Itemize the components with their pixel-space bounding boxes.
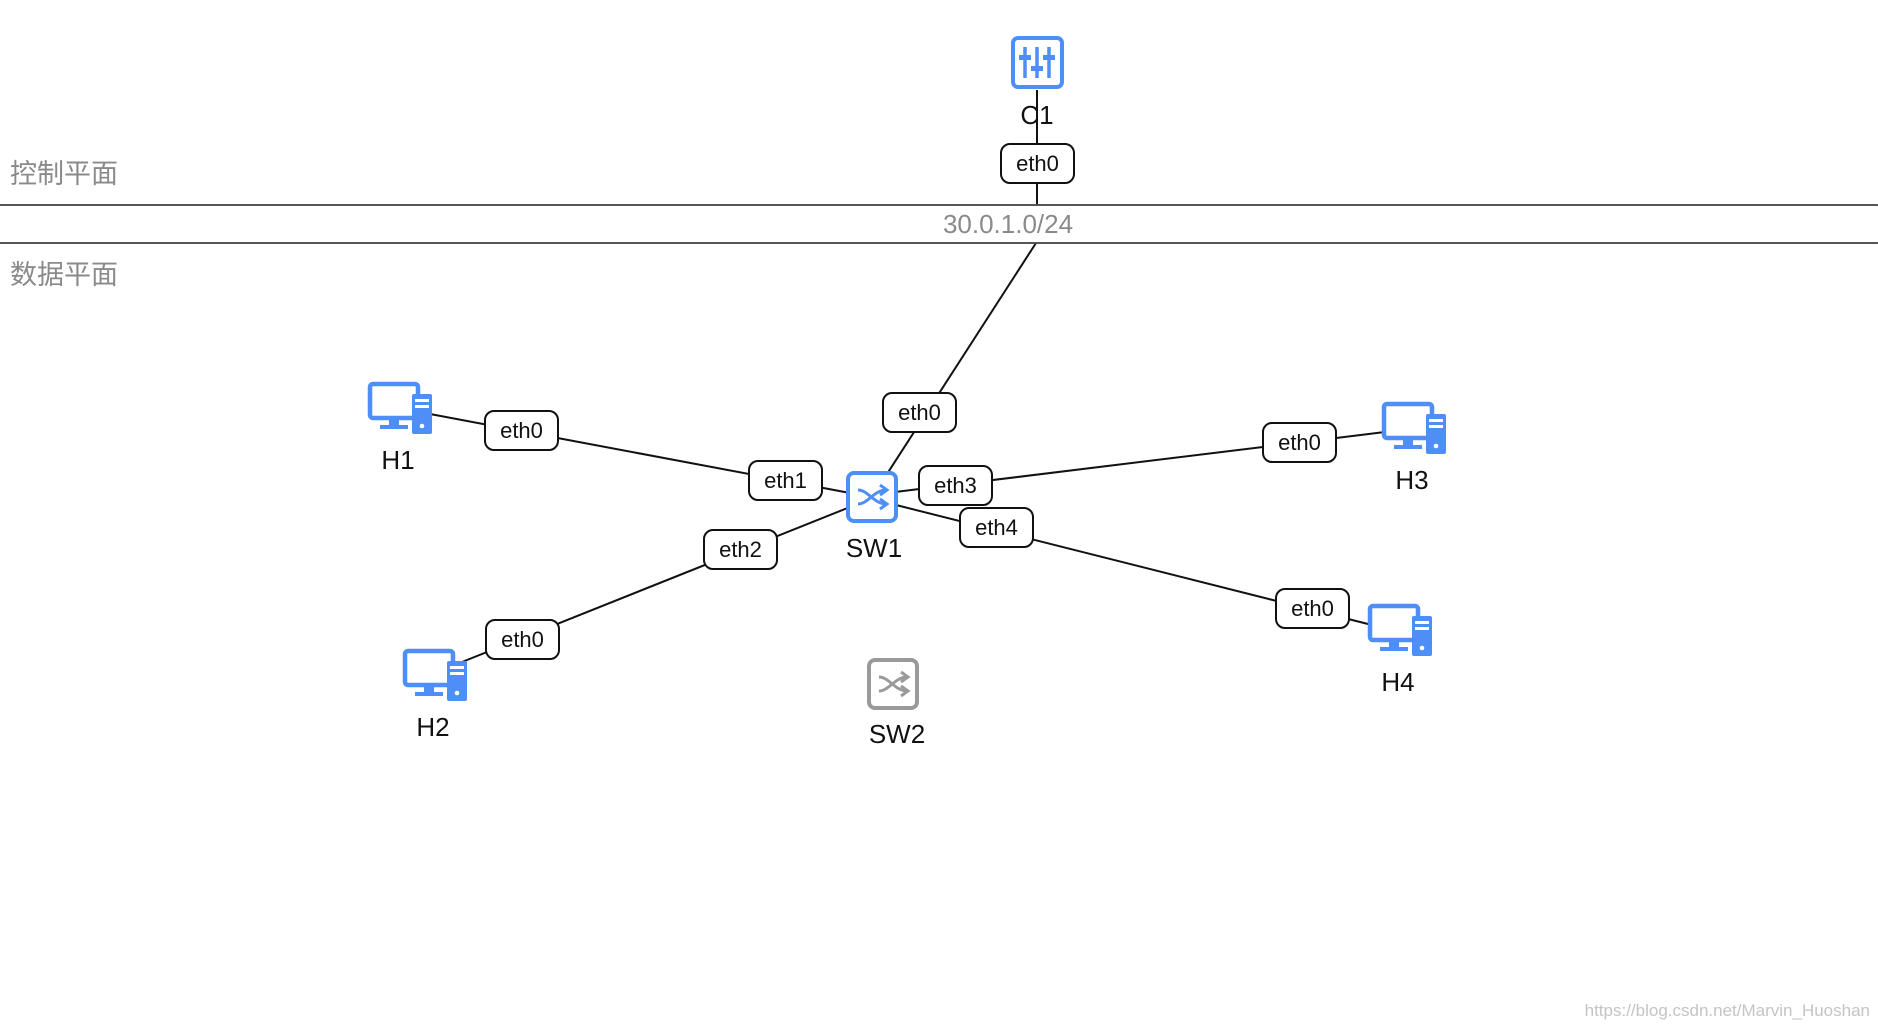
node-label-h1: H1 [381, 445, 414, 475]
port-c1-eth0[interactable]: eth0 [1000, 143, 1075, 184]
port-h3-eth0[interactable]: eth0 [1262, 422, 1337, 463]
port-label: eth4 [975, 515, 1018, 540]
links [429, 90, 1386, 663]
port-sw1-eth4[interactable]: eth4 [959, 507, 1034, 548]
node-c1[interactable]: C1 [1011, 36, 1064, 130]
node-label-sw1: SW1 [846, 533, 902, 563]
host-icon [402, 648, 467, 701]
port-sw1-eth2[interactable]: eth2 [703, 529, 778, 570]
port-label: eth0 [1278, 430, 1321, 455]
data-plane-label: 数据平面 [10, 260, 118, 291]
node-label-c1: C1 [1020, 100, 1053, 130]
node-h1[interactable]: H1 [367, 381, 432, 475]
port-label: eth0 [1016, 151, 1059, 176]
link-subnet-sw1[interactable] [886, 242, 1037, 475]
node-h4[interactable]: H4 [1367, 603, 1432, 697]
port-label: eth1 [764, 468, 807, 493]
port-sw1-eth3[interactable]: eth3 [918, 465, 993, 506]
subnet-bus[interactable]: 30.0.1.0/24 [0, 204, 1878, 244]
port-label: eth0 [501, 627, 544, 652]
port-label: eth0 [500, 418, 543, 443]
port-sw1-eth0[interactable]: eth0 [882, 392, 957, 433]
host-icon [1381, 401, 1446, 454]
host-icon [367, 381, 432, 434]
port-h1-eth0[interactable]: eth0 [484, 410, 559, 451]
switch-icon [846, 471, 898, 523]
port-label: eth0 [898, 400, 941, 425]
control-plane-label: 控制平面 [10, 159, 118, 190]
node-sw1[interactable]: SW1 [846, 471, 902, 563]
port-sw1-eth1[interactable]: eth1 [748, 460, 823, 501]
port-label: eth3 [934, 473, 977, 498]
node-h3[interactable]: H3 [1381, 401, 1446, 495]
node-sw2[interactable]: SW2 [867, 658, 925, 749]
node-label-h4: H4 [1381, 667, 1414, 697]
subnet-label: 30.0.1.0/24 [943, 209, 1073, 239]
node-label-h3: H3 [1395, 465, 1428, 495]
node-label-sw2: SW2 [869, 719, 925, 749]
port-labels: eth0 eth0 eth0 eth1 eth2 eth0 eth3 eth4 [484, 143, 1350, 660]
port-label: eth0 [1291, 596, 1334, 621]
host-icon [1367, 603, 1432, 656]
port-h4-eth0[interactable]: eth0 [1275, 588, 1350, 629]
switch-icon [867, 658, 919, 710]
node-label-h2: H2 [416, 712, 449, 742]
watermark-url: https://blog.csdn.net/Marvin_Huoshan [1585, 1001, 1870, 1020]
node-h2[interactable]: H2 [402, 648, 467, 742]
port-h2-eth0[interactable]: eth0 [485, 619, 560, 660]
controller-icon [1011, 36, 1064, 89]
port-label: eth2 [719, 537, 762, 562]
